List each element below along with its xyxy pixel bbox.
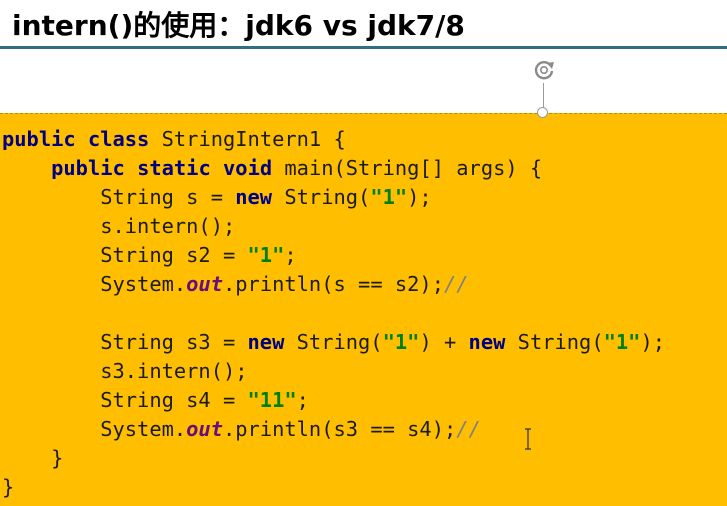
code-text [76,127,88,151]
code-line: } [2,473,665,502]
code-line: s3.intern(); [2,357,665,386]
code-line: System.out.println(s3 == s4);// [2,415,665,444]
code-text: s.intern(); [2,214,236,238]
code-text: .println(s == s2); [223,272,444,296]
code-string-literal: "1" [382,330,420,354]
code-text: String s = [2,185,236,209]
rotate-handle-stem [543,83,544,110]
code-text: s3.intern(); [2,359,248,383]
title-divider [0,46,727,49]
code-line: String s3 = new String("1") + new String… [2,328,665,357]
code-text: ; [284,243,297,267]
code-line: String s = new String("1"); [2,183,665,212]
code-line: s.intern(); [2,212,665,241]
code-keyword: new [235,185,273,209]
code-text: String s2 = [2,243,248,267]
code-comment: // [456,417,481,441]
code-text: String s3 = [2,330,248,354]
code-text: String( [505,330,604,354]
code-text: main(String[] args) { [272,156,543,180]
code-field: out [186,417,223,441]
code-line: String s4 = "11"; [2,386,665,415]
code-text: ; [296,388,309,412]
code-keyword: public [2,127,76,151]
code-textbox[interactable] [0,113,727,506]
code-text: ); [640,330,666,354]
code-text: StringIntern1 { [149,127,346,151]
code-keyword: public [51,156,125,180]
code-comment: // [443,272,469,296]
rotate-handle-icon[interactable] [531,57,557,83]
code-string-literal: "11" [247,388,297,412]
code-keyword: void [223,156,273,180]
code-text: String( [272,185,371,209]
code-text: ); [407,185,432,209]
code-text: ) + [419,330,469,354]
code-line: public class StringIntern1 { [2,125,665,154]
code-text: System. [2,272,187,296]
code-text: String( [284,330,383,354]
code-text [2,156,51,180]
code-line: String s2 = "1"; [2,241,665,270]
code-text: } [2,475,15,499]
code-keyword: new [468,330,506,354]
slide-canvas [0,49,727,113]
code-text: } [2,446,64,470]
code-line: public static void main(String[] args) { [2,154,665,183]
code-string-literal: "1" [603,330,641,354]
code-keyword: class [87,127,150,151]
code-line [2,299,665,328]
code-block[interactable]: public class StringIntern1 { public stat… [2,125,665,502]
code-string-literal: "1" [247,243,285,267]
code-line: System.out.println(s == s2);// [2,270,665,299]
code-line: } [2,444,665,473]
code-text: .println(s3 == s4); [223,417,457,441]
slide-title-bar: intern()的使用：jdk6 vs jdk7/8 [0,0,727,46]
code-text [125,156,137,180]
code-text [211,156,223,180]
code-string-literal: "1" [370,185,408,209]
slide-title: intern()的使用：jdk6 vs jdk7/8 [12,9,465,42]
code-keyword: new [247,330,285,354]
resize-handle[interactable] [537,107,548,118]
text-cursor-icon [525,428,531,450]
code-field: out [186,272,223,296]
code-text: String s4 = [2,388,248,412]
code-keyword: static [137,156,211,180]
code-text: System. [2,417,187,441]
